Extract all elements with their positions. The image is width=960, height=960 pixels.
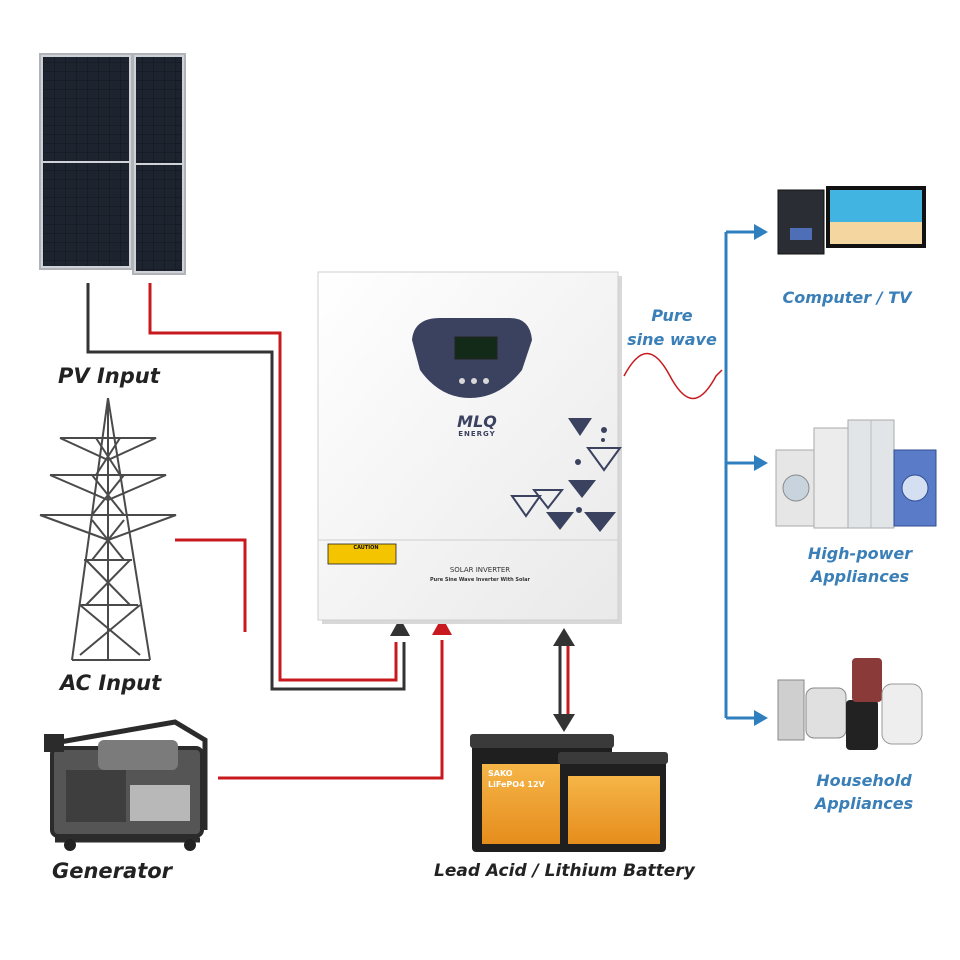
pure-sine-wave-label: Pure sine wave <box>622 304 722 352</box>
pv-input-label: PV Input <box>58 364 160 388</box>
generator-arrow-icon <box>432 617 452 635</box>
pv-negative-wire <box>86 283 406 691</box>
decorative-hearts <box>510 418 622 532</box>
inverter-brand-label: MLQ ENERGY <box>432 414 522 439</box>
computer-tv-icon <box>777 186 926 255</box>
household-line-2: Appliances <box>814 794 914 813</box>
transmission-tower-icon <box>39 397 177 661</box>
output-arrow-icon <box>754 224 768 240</box>
inverter-unit <box>317 271 622 624</box>
pv-positive-wire <box>148 283 398 682</box>
generator-label: Generator <box>52 859 173 883</box>
battery-maker: SAKO <box>488 769 513 778</box>
computer-tv-label: Computer / TV <box>782 288 912 307</box>
household-appliances-label: Household Appliances <box>794 769 934 815</box>
ac-input-wire <box>175 538 247 632</box>
pv-wires <box>86 283 406 691</box>
inverter-brand-sub: ENERGY <box>458 430 496 438</box>
lcd-screen <box>454 336 498 360</box>
battery-label: Lead Acid / Lithium Battery <box>434 861 695 881</box>
generator-icon <box>44 719 208 851</box>
inverter-title: SOLAR INVERTER <box>449 566 511 574</box>
ac-input-label: AC Input <box>60 671 162 695</box>
household-line-1: Household <box>816 771 912 790</box>
caution-label <box>327 543 397 565</box>
high-power-appliances-icon <box>775 419 937 529</box>
sine-wave-icon <box>623 352 723 400</box>
inverter-subtitle: Pure Sine Wave Inverter With Solar <box>430 577 530 583</box>
output-arrow-icon <box>754 710 768 726</box>
generator-wire <box>218 640 444 780</box>
battery-chem: LiFePO4 12V <box>488 780 545 789</box>
high-power-line-2: Appliances <box>810 567 910 586</box>
output-bus <box>724 230 758 720</box>
output-arrow-icon <box>754 455 768 471</box>
battery-brand-text: SAKO LiFePO4 12V <box>488 768 545 790</box>
high-power-line-1: High-power <box>807 544 913 563</box>
pv-arrow-icon <box>390 618 410 636</box>
battery-link-arrow <box>553 628 575 732</box>
solar-panel-icon <box>39 53 186 275</box>
battery-icon <box>470 734 668 852</box>
caution-text: CAUTION <box>353 545 379 551</box>
inverter-brand: MLQ <box>457 412 497 431</box>
household-appliances-icon <box>777 658 923 750</box>
pure-sine-line-1: Pure <box>651 306 693 325</box>
pure-sine-line-2: sine wave <box>627 330 717 349</box>
high-power-appliances-label: High-power Appliances <box>790 542 930 588</box>
